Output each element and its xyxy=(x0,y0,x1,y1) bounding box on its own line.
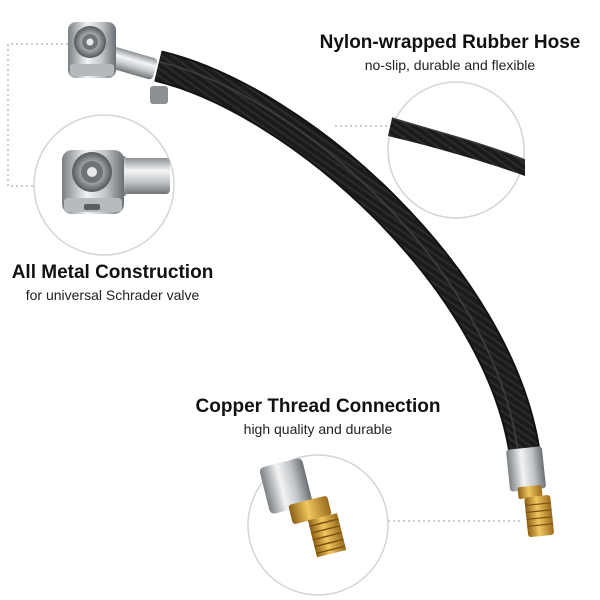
feature-copper-title: Copper Thread Connection xyxy=(195,396,441,417)
feature-metal: All Metal Construction for universal Sch… xyxy=(0,262,225,304)
hose-body xyxy=(154,50,541,458)
feature-hose-title: Nylon-wrapped Rubber Hose xyxy=(319,32,581,53)
feature-metal-subtitle: for universal Schrader valve xyxy=(25,287,200,303)
air-chuck xyxy=(68,22,158,80)
feature-copper-subtitle: high quality and durable xyxy=(243,421,393,437)
detail-circle-metal xyxy=(33,114,175,256)
detail-circle-hose xyxy=(387,81,526,219)
feature-metal-title: All Metal Construction xyxy=(11,262,214,283)
leader-line-metal xyxy=(7,43,68,187)
feature-copper: Copper Thread Connection high quality an… xyxy=(172,396,464,438)
detail-circle-copper xyxy=(247,454,389,596)
leader-lines xyxy=(7,43,520,522)
hose-clip xyxy=(150,86,168,104)
feature-hose-subtitle: no-slip, durable and flexible xyxy=(364,57,536,73)
feature-hose: Nylon-wrapped Rubber Hose no-slip, durab… xyxy=(300,32,600,74)
copper-fitting xyxy=(506,446,554,538)
